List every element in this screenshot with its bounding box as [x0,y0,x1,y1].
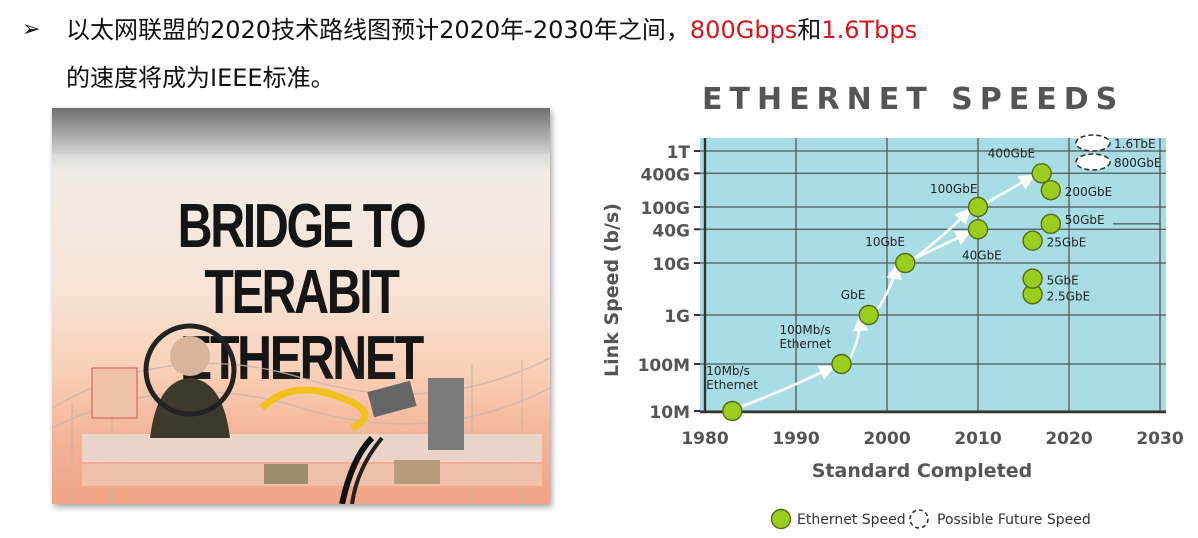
data-point-label: 400GbE [988,146,1035,160]
data-point-label: 200GbE [1065,185,1112,199]
data-point-label: 50GbE [1065,213,1105,227]
x-tick-label: 2020 [1045,429,1092,449]
chart-legend: Ethernet Speed Possible Future Speed [770,508,1091,530]
data-point [1022,268,1043,289]
y-tick-label: 10M [649,403,690,423]
poster-title-line1: BRIDGE TO [177,192,427,261]
y-tick-label: 100G [641,199,690,219]
data-point-label: GbE [841,288,866,302]
data-point-label: 5GbE [1047,274,1079,288]
y-tick-label: 1G [664,307,690,327]
data-point [1022,230,1043,251]
x-tick-labels: 1980 1990 2000 2010 2020 2030 [681,429,1183,449]
poster-decoration [52,323,550,504]
future-speed-label: 1.6TbE [1114,137,1156,151]
bullet-arrow-icon: ➢ [22,17,41,42]
x-tick-label: 1980 [681,429,728,449]
legend-label: Possible Future Speed [937,512,1091,528]
bullet-text-part2: 和 [797,16,822,44]
data-point-label: 25GbE [1047,236,1087,250]
y-tick-label: 40G [652,221,690,241]
data-point-label: Ethernet [706,378,758,392]
progression-arrow [739,365,835,409]
data-point [967,196,989,218]
progression-arrows [739,174,1035,409]
grid-lines [694,138,1166,414]
y-tick-label: 100M [638,356,690,376]
data-point-label: 100Mb/s [780,323,831,337]
future-speed-label: 800GbE [1114,156,1161,170]
data-point-label: 100GbE [930,182,977,196]
future-speed-marker [1075,153,1111,171]
y-tick-label: 400G [641,165,690,185]
bullet-highlight-800g: 800Gbps [689,16,798,44]
data-point [831,353,852,375]
y-tick-label: 10G [652,255,690,275]
future-speed-marker [1075,134,1111,152]
bullet-highlight-1-6t: 1.6Tbps [821,16,918,44]
x-tick-label: 2030 [1136,429,1183,449]
x-tick-label: 2000 [863,429,910,449]
data-point [1031,163,1052,184]
progression-arrow [912,208,971,261]
data-point [967,219,989,240]
progression-arrow [848,315,869,361]
x-axis-label: Standard Completed [812,460,1033,482]
data-point-label: Ethernet [780,337,832,351]
data-point-label: 10GbE [865,235,905,249]
data-point [895,252,916,274]
data-point [1040,213,1062,235]
bullet-text-part1: 以太网联盟的2020技术路线图预计2020年-2030年之间， [66,16,690,44]
data-point [1040,179,1062,201]
data-point [858,304,879,326]
progression-arrow [875,263,902,312]
data-point-label: 10Mb/s [706,364,750,378]
bullet-line-2: 的速度将成为IEEE标准。 [66,64,335,92]
poster-image: BRIDGE TO TERABIT ETHERNET [52,108,550,504]
future-speed-markers: 1.6TbE 800GbE [1075,134,1161,171]
data-point [722,400,743,422]
bullet-line-1: 以太网联盟的2020技术路线图预计2020年-2030年之间，800Gbps和1… [66,8,917,52]
chart-title: ETHERNET SPEEDS [702,82,1125,117]
x-tick-label: 1990 [772,429,819,449]
poster-header-band [52,108,550,154]
legend-label: Ethernet Speed [797,512,906,528]
data-point-label: 2.5GbE [1047,289,1091,303]
y-tick-label: 1T [667,143,691,163]
progression-arrow [985,174,1035,205]
legend-dashed-marker [909,509,929,529]
data-point-label: 40GbE [962,248,1002,262]
data-points: 10Mb/sEthernet100Mb/sEthernetGbE10GbE40G… [706,146,1161,422]
y-axis-label: Link Speed (b/s) [601,203,623,377]
x-tick-label: 2010 [954,429,1001,449]
plot-background [700,138,1166,412]
legend-filled-marker [770,508,792,530]
